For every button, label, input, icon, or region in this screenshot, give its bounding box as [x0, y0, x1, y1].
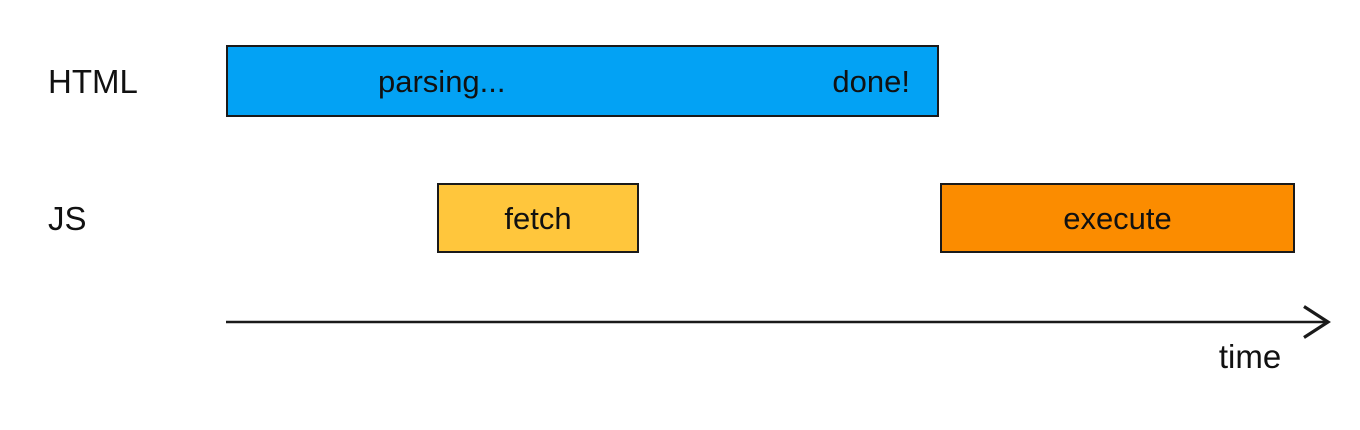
time-axis-label: time [1218, 338, 1282, 375]
js-fetch-bar: fetch [437, 183, 639, 253]
execute-label: execute [1063, 200, 1172, 236]
row-label-html: HTML [48, 62, 138, 100]
parsing-label: parsing... [378, 63, 506, 99]
done-label: done! [832, 63, 910, 99]
html-parsing-bar: parsing... done! [226, 45, 939, 117]
fetch-label: fetch [504, 200, 572, 236]
js-execute-bar: execute [940, 183, 1295, 253]
row-label-js: JS [48, 199, 87, 237]
